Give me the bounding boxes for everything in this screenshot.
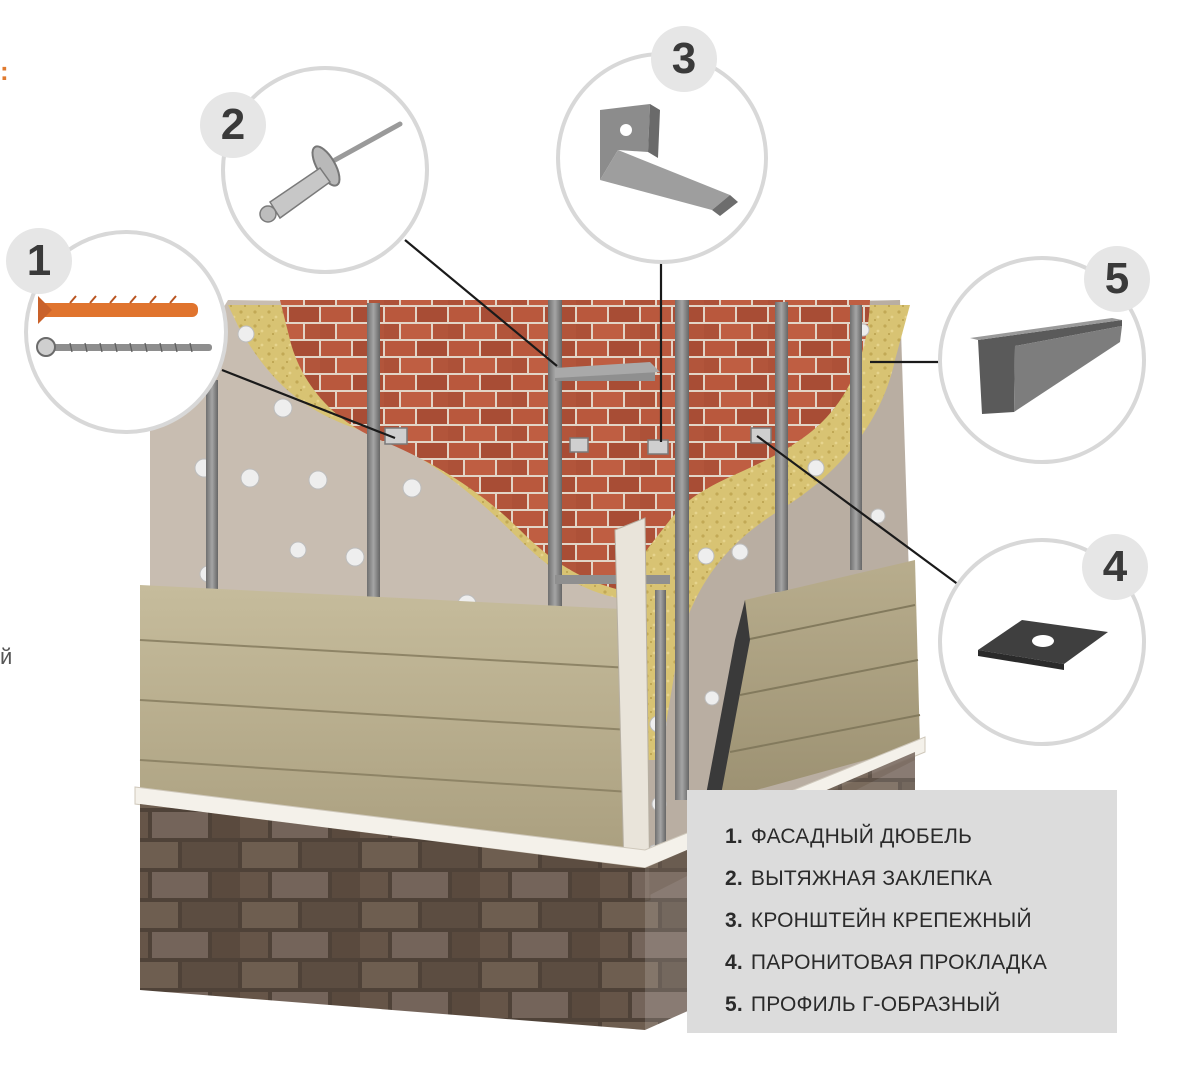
legend-text: ФАСАДНЫЙ ДЮБЕЛЬ [750,825,973,848]
callout-badge-1: 1 [6,228,72,294]
legend-text: ПАРОНИТОВАЯ ПРОКЛАДКА [750,951,1048,974]
horizontal-rails [555,362,670,584]
siding-left [139,585,640,870]
stone-plinth [140,804,645,1030]
legend-text: КРОНШТЕЙН КРЕПЕЖНЫЙ [750,909,1032,932]
callout-badge-5: 5 [1084,246,1150,312]
facade-dowel-illustration [36,295,212,357]
legend-box: 1. ФАСАДНЫЙ ДЮБЕЛЬ 2. ВЫТЯЖНАЯ ЗАКЛЕПКА 3.… [687,790,1117,1033]
mounting-bracket-illustration [600,104,738,216]
legend-item-3: 3. КРОНШТЕЙН КРЕПЕЖНЫЙ [725,900,1117,942]
edge-colon: : [0,56,9,86]
legend-num: 1. [725,825,743,848]
edge-letter: й [0,644,13,669]
vertical-profiles [206,300,862,860]
legend-item-2: 2. ВЫТЯЖНАЯ ЗАКЛЕПКА [725,858,1117,900]
legend-item-1: 1. ФАСАДНЫЙ ДЮБЕЛЬ [725,816,1117,858]
legend-num: 4. [725,951,743,974]
paronite-gasket-illustration [978,620,1108,670]
legend-text: ПРОФИЛЬ Г-ОБРАЗНЫЙ [750,993,1001,1016]
blind-rivet-illustration [259,121,403,223]
wall-brackets [384,427,772,455]
legend-num: 3. [725,909,743,932]
siding-right [705,560,921,800]
legend-num: 5. [725,993,743,1016]
legend-num: 2. [725,867,743,890]
legend-text: ВЫТЯЖНАЯ ЗАКЛЕПКА [750,867,993,890]
callout-badge-3: 3 [651,26,717,92]
l-profile-illustration [970,318,1122,414]
callout-badge-4: 4 [1082,534,1148,600]
legend-item-4: 4. ПАРОНИТОВАЯ ПРОКЛАДКА [725,942,1117,984]
callout-badge-2: 2 [200,92,266,158]
leader-lines [221,239,964,589]
legend-item-5: 5. ПРОФИЛЬ Г-ОБРАЗНЫЙ [725,984,1117,1026]
